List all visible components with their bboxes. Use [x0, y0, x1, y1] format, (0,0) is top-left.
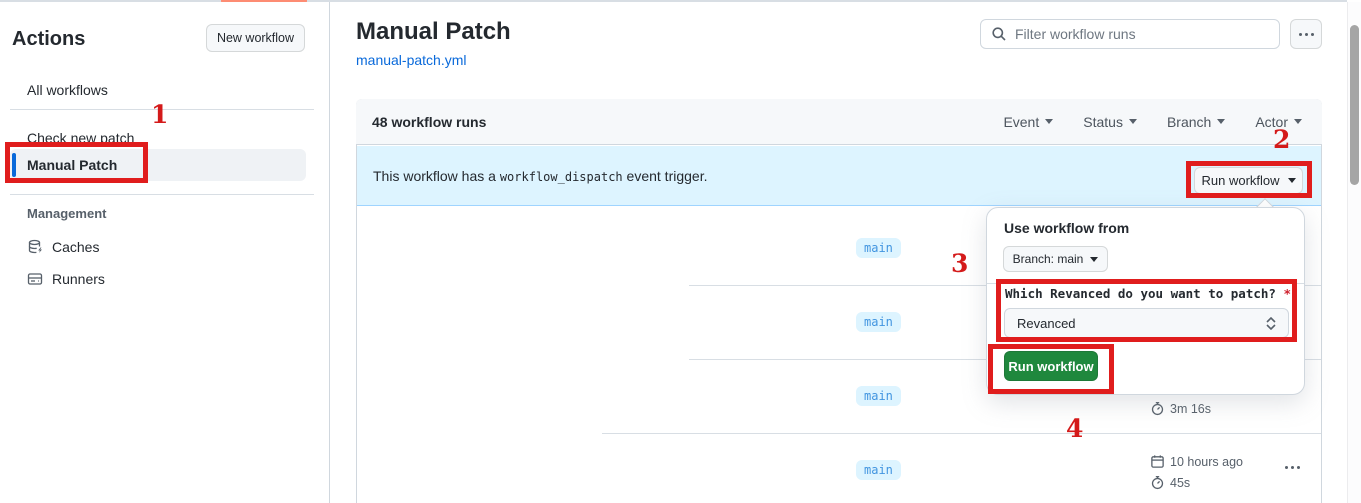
select-updown-icon: [1266, 316, 1276, 330]
page-title: Manual Patch: [356, 18, 511, 45]
sidebar-item-label: All workflows: [27, 82, 108, 98]
branch-select-label: Branch: main: [1012, 252, 1084, 266]
calendar-icon: [1150, 454, 1165, 469]
sidebar-item-label: Check new patch: [27, 130, 135, 146]
duration-label: 45s: [1170, 475, 1191, 490]
scrollbar-thumb[interactable]: [1350, 25, 1359, 185]
dialog-title: Use workflow from: [1004, 220, 1130, 236]
run-workflow-dropdown-label: Run workflow: [1201, 173, 1280, 188]
revanced-select[interactable]: Revanced: [1004, 308, 1289, 338]
runs-list-header: 48 workflow runs Event Status Branch Act…: [356, 99, 1322, 145]
row-divider: [602, 433, 1321, 434]
cache-database-icon: [27, 239, 43, 255]
chevron-down-icon: [1128, 119, 1137, 124]
new-workflow-button[interactable]: New workflow: [206, 24, 305, 52]
run-duration: 3m 16s: [1150, 401, 1211, 416]
duration-label: 3m 16s: [1170, 401, 1211, 416]
actions-tab-underline: [221, 0, 307, 3]
filter-runs-searchbox[interactable]: [980, 19, 1280, 49]
sidebar-title: Actions: [12, 28, 86, 50]
filter-label: Branch: [1166, 113, 1212, 130]
workflow-dispatch-banner: This workflow has a workflow_dispatch ev…: [357, 146, 1321, 206]
stopwatch-icon: [1150, 401, 1165, 416]
management-section-header: Management: [27, 206, 107, 221]
sidebar-item-label: Runners: [52, 271, 105, 287]
sidebar-item-manual-patch[interactable]: Manual Patch: [10, 149, 306, 181]
branch-badge[interactable]: main: [856, 386, 901, 406]
filter-label: Actor: [1255, 113, 1288, 130]
banner-text: This workflow has a workflow_dispatch ev…: [373, 167, 708, 184]
chevron-down-icon: [1217, 119, 1226, 124]
filter-label: Event: [1003, 113, 1040, 130]
branch-select-button[interactable]: Branch: main: [1003, 246, 1108, 272]
filter-label: Status: [1083, 113, 1123, 130]
sidebar-item-all-workflows[interactable]: All workflows: [10, 74, 306, 106]
run-timestamp: 10 hours ago: [1150, 454, 1243, 469]
workflow-options-button[interactable]: [1290, 19, 1322, 49]
required-marker: *: [1283, 286, 1291, 301]
run-duration: 45s: [1150, 475, 1190, 490]
timestamp-label: 10 hours ago: [1170, 454, 1243, 469]
run-workflow-dropdown-button[interactable]: Run workflow: [1194, 167, 1303, 194]
run-workflow-submit-button[interactable]: Run workflow: [1004, 351, 1098, 381]
sidebar-divider: [10, 194, 314, 195]
filter-status[interactable]: Status: [1083, 114, 1137, 130]
sidebar-item-caches[interactable]: Caches: [10, 232, 306, 262]
branch-badge[interactable]: main: [856, 312, 901, 332]
runs-filters: Event Status Branch Actor: [1003, 114, 1302, 130]
filter-actor[interactable]: Actor: [1255, 114, 1302, 130]
search-icon: [991, 26, 1007, 42]
sidebar-item-label: Manual Patch: [27, 157, 118, 173]
filter-branch[interactable]: Branch: [1166, 113, 1226, 130]
top-border: [0, 0, 1347, 2]
chevron-down-icon: [1287, 178, 1296, 183]
filter-runs-input[interactable]: [1015, 26, 1269, 42]
sidebar-divider: [10, 109, 314, 110]
chevron-down-icon: [1045, 119, 1054, 124]
kebab-icon: [1298, 32, 1314, 36]
dialog-divider: [987, 283, 1304, 284]
code-workflow-dispatch: workflow_dispatch: [499, 169, 623, 184]
runners-icon: [27, 271, 43, 287]
stopwatch-icon: [1150, 475, 1165, 490]
chevron-down-icon: [1294, 119, 1302, 124]
revanced-select-value: Revanced: [1017, 315, 1076, 331]
sidebar: Actions New workflow All workflows Check…: [0, 2, 330, 503]
filter-event[interactable]: Event: [1003, 113, 1054, 130]
run-options-button[interactable]: [1285, 466, 1300, 469]
workflow-file-link[interactable]: manual-patch.yml: [356, 52, 467, 68]
selected-item-indicator: [12, 153, 16, 177]
branch-badge[interactable]: main: [856, 460, 901, 480]
branch-badge[interactable]: main: [856, 238, 901, 258]
chevron-down-icon: [1090, 256, 1099, 262]
sidebar-item-runners[interactable]: Runners: [10, 264, 306, 294]
input-label: Which Revanced do you want to patch? *: [1005, 286, 1291, 301]
sidebar-item-label: Caches: [52, 239, 100, 255]
runs-count: 48 workflow runs: [372, 113, 487, 130]
